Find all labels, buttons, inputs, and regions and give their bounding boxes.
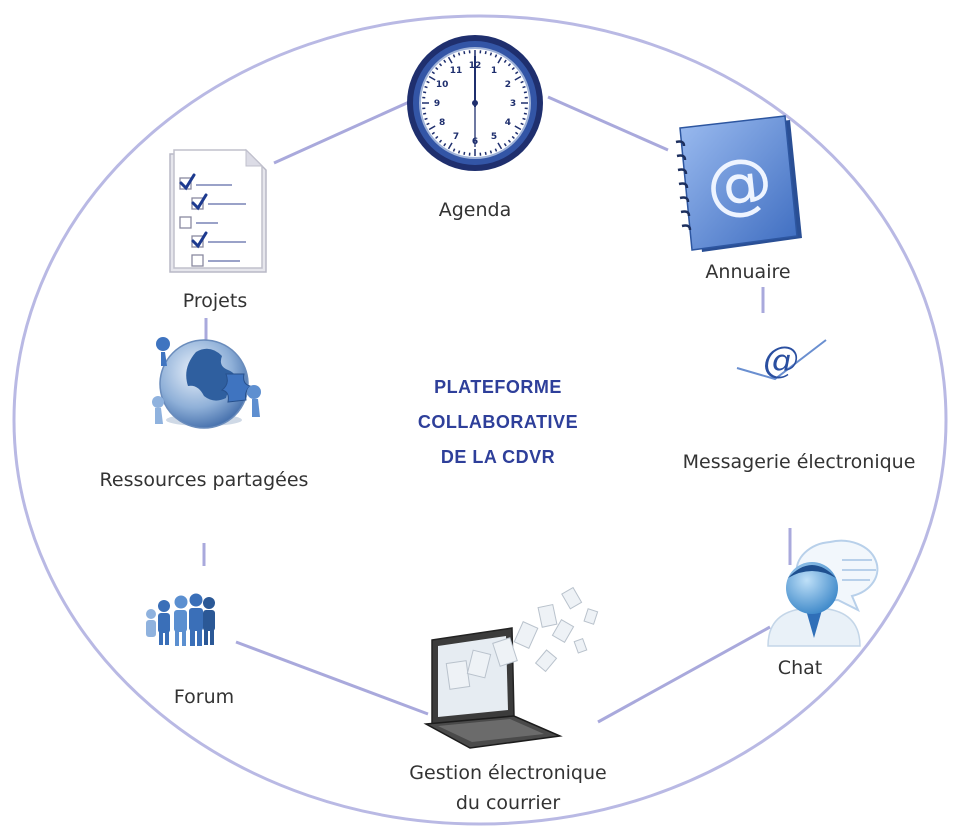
clock-tick bbox=[515, 131, 519, 135]
clock-tick bbox=[457, 52, 461, 56]
clock-tick bbox=[494, 54, 498, 58]
platform-title-line1: PLATEFORME bbox=[434, 377, 562, 397]
agenda-label: Agenda bbox=[438, 199, 512, 221]
people-group-icon bbox=[146, 593, 215, 646]
clock-tick bbox=[431, 71, 435, 75]
connector-agenda-annuaire bbox=[547, 95, 669, 152]
clock-tick bbox=[503, 59, 507, 63]
clock-tick bbox=[514, 75, 522, 81]
connectors bbox=[202, 95, 792, 724]
platform-title-line2: COLLABORATIVE bbox=[417, 412, 579, 432]
clock-tick bbox=[489, 52, 493, 56]
clock-tick bbox=[435, 135, 439, 140]
clock-tick bbox=[447, 142, 453, 150]
clock-tick bbox=[452, 54, 456, 58]
messagerie-label: Messagerie électronique bbox=[682, 451, 916, 473]
clock-tick bbox=[431, 131, 435, 135]
outer-ring bbox=[12, 14, 948, 826]
clock-tick bbox=[438, 63, 443, 67]
clock-tick bbox=[484, 151, 487, 155]
clock-tick bbox=[507, 139, 512, 143]
clock-tick bbox=[520, 80, 524, 84]
clock-tick bbox=[447, 56, 453, 64]
clock-tick bbox=[515, 71, 519, 75]
clock-number: 1 bbox=[491, 66, 497, 76]
platform-title-line3: DE LA CDVR bbox=[440, 447, 556, 467]
clock-number: 3 bbox=[510, 99, 516, 109]
clock-tick bbox=[494, 148, 498, 152]
clock-tick bbox=[523, 112, 527, 115]
clock-number: 5 bbox=[491, 132, 497, 142]
gestion-label-line2: du courrier bbox=[455, 792, 561, 814]
connector-forum-gestion bbox=[235, 640, 429, 716]
clock-tick bbox=[435, 66, 439, 71]
clock-number: 10 bbox=[436, 80, 449, 90]
clock-tick bbox=[424, 85, 428, 89]
forum-label: Forum bbox=[173, 686, 235, 708]
clock-tick bbox=[426, 122, 430, 126]
clock-tick bbox=[522, 117, 526, 121]
projets-label: Projets bbox=[182, 290, 248, 312]
clock-number: 2 bbox=[505, 80, 511, 90]
clock-tick bbox=[423, 112, 427, 115]
checklist-icon bbox=[169, 148, 267, 273]
clock-number: 8 bbox=[439, 118, 445, 128]
laptop-documents-icon bbox=[423, 586, 599, 749]
clock-number: 4 bbox=[505, 118, 511, 128]
clock-tick bbox=[489, 150, 493, 154]
clock-tick bbox=[484, 51, 487, 55]
clock-tick bbox=[523, 91, 527, 94]
clock-tick bbox=[497, 142, 503, 150]
clock-number: 7 bbox=[453, 132, 459, 142]
clock-tick bbox=[511, 135, 515, 140]
clock-tick bbox=[497, 56, 503, 64]
clock-icon: 121234567891011 bbox=[407, 35, 543, 171]
clock-tick bbox=[463, 151, 466, 155]
annuaire-label: Annuaire bbox=[705, 261, 791, 283]
clock-tick bbox=[424, 117, 428, 121]
connector-projets-agenda bbox=[273, 96, 419, 165]
clock-number: 9 bbox=[434, 99, 440, 109]
clock-tick bbox=[443, 59, 447, 63]
clock-tick bbox=[463, 51, 466, 55]
clock-tick bbox=[503, 143, 507, 147]
gestion-label-line1: Gestion électronique bbox=[409, 762, 607, 784]
chat-user-icon bbox=[767, 539, 879, 647]
clock-tick bbox=[520, 122, 524, 126]
clock-tick bbox=[511, 66, 515, 71]
clock-tick bbox=[514, 125, 522, 131]
address-book-icon: @ bbox=[675, 115, 802, 252]
chat-label: Chat bbox=[777, 657, 823, 679]
svg-text:@: @ bbox=[702, 142, 776, 225]
email-at-icon: @ bbox=[736, 339, 827, 381]
globe-puzzle-icon bbox=[152, 337, 261, 429]
clock-tick bbox=[457, 150, 461, 154]
clock-tick bbox=[423, 91, 427, 94]
clock-tick bbox=[428, 75, 436, 81]
clock-tick bbox=[443, 143, 447, 147]
clock-tick bbox=[452, 148, 456, 152]
connector-chat-gestion bbox=[597, 625, 771, 724]
clock-tick bbox=[522, 85, 526, 89]
clock-tick bbox=[507, 63, 512, 67]
clock-tick bbox=[426, 80, 430, 84]
ressources-label: Ressources partagées bbox=[99, 469, 309, 491]
gestion-label: Gestion électronique du courrier bbox=[409, 758, 606, 818]
clock-tick bbox=[428, 125, 436, 131]
clock-tick bbox=[438, 139, 443, 143]
platform-title: PLATEFORME COLLABORATIVE DE LA CDVR bbox=[418, 370, 578, 475]
clock-number: 11 bbox=[450, 66, 463, 76]
svg-text:@: @ bbox=[763, 340, 799, 381]
